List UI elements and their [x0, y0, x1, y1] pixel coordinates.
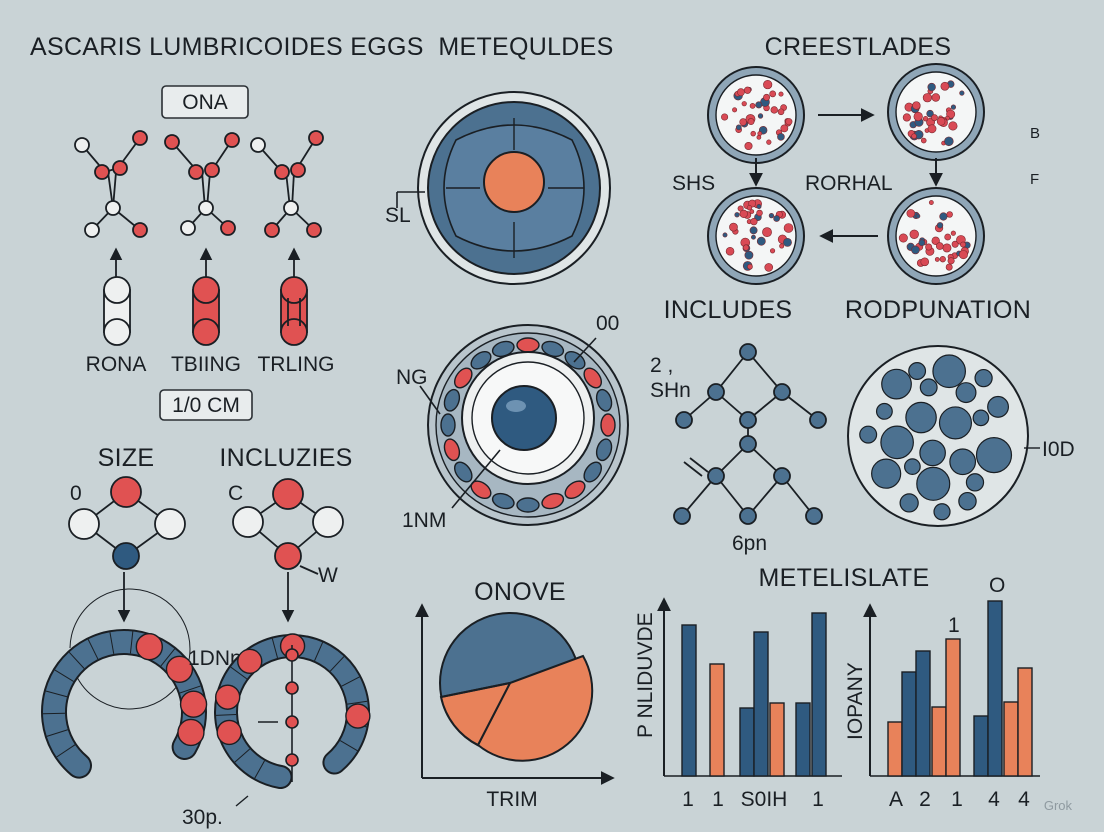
egg-mid-panel: NG 00 1NM	[396, 312, 629, 532]
bar2-bar-5	[945, 638, 961, 777]
bar1-bar-3	[739, 707, 755, 777]
bar1-tick-1: 1	[682, 788, 694, 811]
capsule-3	[280, 276, 308, 346]
bar-chart-2: METELISLATE IOPANY O 1 A 2 1 4 4	[759, 564, 1040, 811]
title-rodpunation: RODPUNATION	[845, 296, 1031, 324]
side-label-b: B	[1030, 125, 1040, 142]
cycle-cell-3	[707, 187, 805, 285]
bar2-bar-1	[887, 721, 903, 777]
label-rona: RONA	[86, 353, 147, 376]
label-shs: SHS	[672, 172, 715, 195]
molecule-2	[164, 132, 240, 236]
tag-scale: 1/0 CM	[159, 389, 253, 421]
tag-ona-text: ONA	[182, 91, 228, 114]
bar2-tick-1: A	[889, 788, 903, 811]
side-label-f: F	[1030, 171, 1039, 188]
label-tbiing: TBIING	[171, 353, 241, 376]
bar2-bar-3	[915, 650, 931, 777]
label-shn: SHn	[650, 379, 691, 402]
bar2-bar-6	[973, 715, 989, 777]
bar1-tick-4: 1	[812, 788, 824, 811]
bar1-bar-2	[709, 663, 725, 777]
bar2-bar-2	[901, 671, 917, 777]
bar2-bar-7	[987, 600, 1003, 777]
title-ascaris: ASCARIS LUMBRICOIDES EGGS	[30, 33, 424, 61]
label-ng: NG	[396, 366, 428, 389]
label-size-0: 0	[70, 482, 82, 505]
worm-guide	[69, 588, 191, 710]
cycle-cell-1	[707, 66, 805, 164]
label-30p: 30p.	[182, 806, 223, 829]
label-2: 2 ,	[650, 354, 673, 377]
title-metelislate: METELISLATE	[759, 564, 930, 592]
bar1-bar-7	[811, 612, 827, 777]
label-1dnn: 1DNn	[188, 647, 242, 670]
molecule-panel: ASCARIS LUMBRICOIDES EGGS ONA	[30, 33, 424, 421]
bar1-tick-3: S0IH	[741, 788, 788, 811]
label-1nm: 1NM	[402, 509, 446, 532]
label-sl: SL	[385, 204, 411, 227]
cycle-panel: CREESTLADES SHS RORHAL B F	[672, 33, 1040, 285]
bar1-bar-1	[681, 624, 697, 777]
pie-panel: ONOVE TRIM	[415, 578, 615, 811]
bar-chart-1: P NLIDUVDE 1 1 S0IH 1	[634, 597, 842, 811]
inner-nucleus	[491, 385, 557, 451]
label-rorhal: RORHAL	[805, 172, 893, 195]
worm-2	[214, 633, 371, 789]
capsule-2	[192, 276, 220, 346]
egg-nucleus	[483, 151, 545, 213]
bar2-tick-4: 4	[988, 788, 1000, 811]
bar2-tick-5: 4	[1018, 788, 1030, 811]
population-panel: RODPUNATION I0D	[845, 296, 1075, 527]
bar2-bar-4	[931, 706, 947, 777]
bar2-ylabel: IOPANY	[844, 662, 867, 740]
bar1-bar-4	[753, 631, 769, 777]
bar2-annot-1: 1	[948, 614, 960, 637]
bar1-bar-5	[769, 702, 785, 777]
molecule-1	[74, 130, 148, 238]
label-6pn: 6pn	[732, 532, 767, 555]
bar1-tick-2: 1	[712, 788, 724, 811]
title-includes: INCLUDES	[664, 296, 793, 324]
label-i0d: I0D	[1042, 438, 1075, 461]
title-metequldes: METEQULDES	[438, 33, 613, 61]
incluzies-panel: INCLUZIES C W 1DNn 30p.	[182, 444, 371, 829]
cycle-cell-2	[887, 63, 985, 161]
molecule-3	[250, 130, 324, 238]
capsule-1	[103, 276, 131, 346]
pie-slice-orange-2	[439, 681, 512, 747]
egg-top-panel: METEQULDES SL	[385, 33, 613, 285]
title-creestlades: CREESTLADES	[765, 33, 952, 61]
label-trim: TRIM	[486, 788, 537, 811]
bar2-bar-8	[1003, 701, 1019, 777]
bar2-bar-9	[1017, 667, 1033, 777]
pie-slice-orange-1	[476, 654, 594, 762]
title-size: SIZE	[98, 444, 155, 472]
label-00: 00	[596, 312, 619, 335]
tag-ona: ONA	[161, 85, 249, 119]
size-panel: SIZE 0	[41, 444, 208, 779]
includes-panel: INCLUDES 2 , SHn 6pn	[650, 296, 827, 555]
cycle-cell-4	[887, 187, 985, 285]
tag-scale-text: 1/0 CM	[172, 394, 240, 417]
population-cells	[859, 354, 1013, 521]
shell-blobs	[440, 337, 616, 513]
label-w: W	[318, 564, 338, 587]
title-onove: ONOVE	[474, 578, 566, 606]
watermark: Grok	[1044, 798, 1073, 813]
label-trling: TRLING	[257, 353, 334, 376]
bar1-bar-6	[795, 702, 811, 777]
bar2-annot-o: O	[989, 574, 1005, 597]
label-c: C	[228, 482, 243, 505]
worm-1	[41, 629, 208, 779]
bar1-ylabel: P NLIDUVDE	[634, 612, 657, 738]
title-incluzies: INCLUZIES	[219, 444, 352, 472]
bar2-tick-2: 2	[919, 788, 931, 811]
bar2-tick-3: 1	[951, 788, 963, 811]
